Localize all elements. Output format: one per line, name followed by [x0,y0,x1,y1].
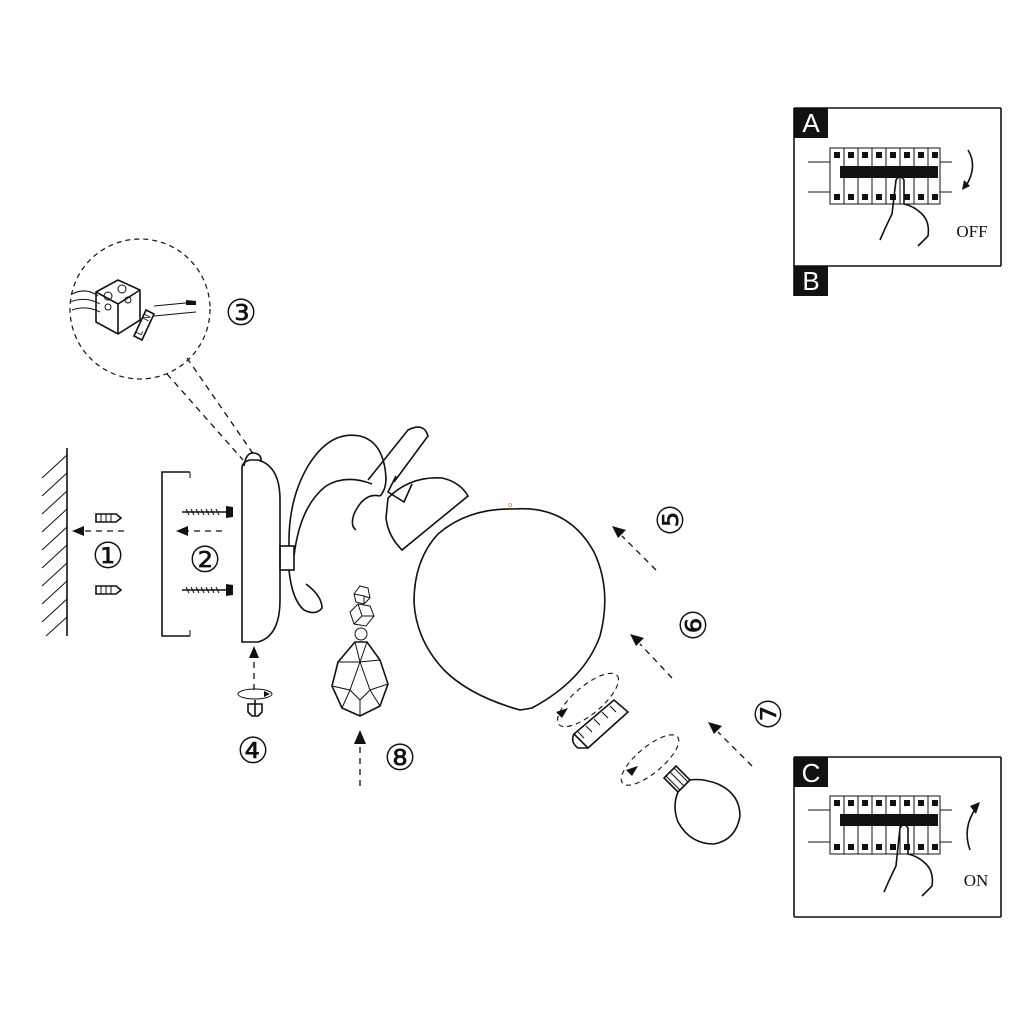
breaker-board-icon [808,147,952,247]
globe-mark: o [508,501,512,509]
panel-b-letter: B [802,266,819,296]
rotate-arrow-icon [970,802,980,814]
hand-icon [883,824,934,897]
dashed-arrow-icon [612,526,657,571]
dashed-arrow-icon [176,526,222,536]
terminal-block-icon: N L [69,279,197,342]
step-3-label: ③ [225,293,257,334]
canopy-plate [241,452,281,643]
dashed-arrow-icon [72,526,124,536]
fixing-screw-icon [237,688,273,717]
dashed-arrow-icon [354,730,366,786]
step-2-label: ② [189,540,221,581]
lamp-arm [279,426,429,614]
panel-b-badge [794,266,828,296]
small-shade [385,477,470,552]
hand-icon [879,176,930,247]
step-8-label: ⑧ [384,738,416,779]
dashed-arrow-icon [249,646,259,690]
step-6-label: ⑥ [674,609,715,641]
dashed-arrow-icon [708,722,753,767]
panel-a-badge [794,108,828,138]
step-5-label: ⑤ [651,504,692,536]
glass-globe: o [413,501,606,711]
step-4-label: ④ [237,731,269,772]
wall-plug-icon [95,513,123,523]
switch-on-label: ON [964,871,989,890]
screw-icon [182,584,233,596]
ring-nut-icon [556,672,630,750]
panel-c-letter: C [802,758,821,788]
screw-icon [182,506,233,518]
panel-a-letter: A [802,108,820,138]
bulb-icon [620,734,741,845]
wall-plug-icon [95,585,123,595]
wiring-detail: N L [69,238,255,461]
panel-switch-on: C [793,756,1002,918]
wall-icon [41,448,68,637]
mounting-bracket [161,471,191,637]
rotate-arrow-icon [962,180,970,190]
crystal-pendant-icon [331,585,389,717]
panel-c-badge [794,757,828,787]
breaker-board-icon [808,795,952,897]
terminal-mark-n: N [142,313,154,323]
step-1-label: ① [92,536,124,577]
dashed-arrow-icon [630,634,673,679]
step-7-label: ⑦ [749,698,790,730]
panel-switch-off: A B [793,107,1002,296]
switch-off-label: OFF [956,222,987,241]
terminal-mark-l: L [135,328,146,337]
